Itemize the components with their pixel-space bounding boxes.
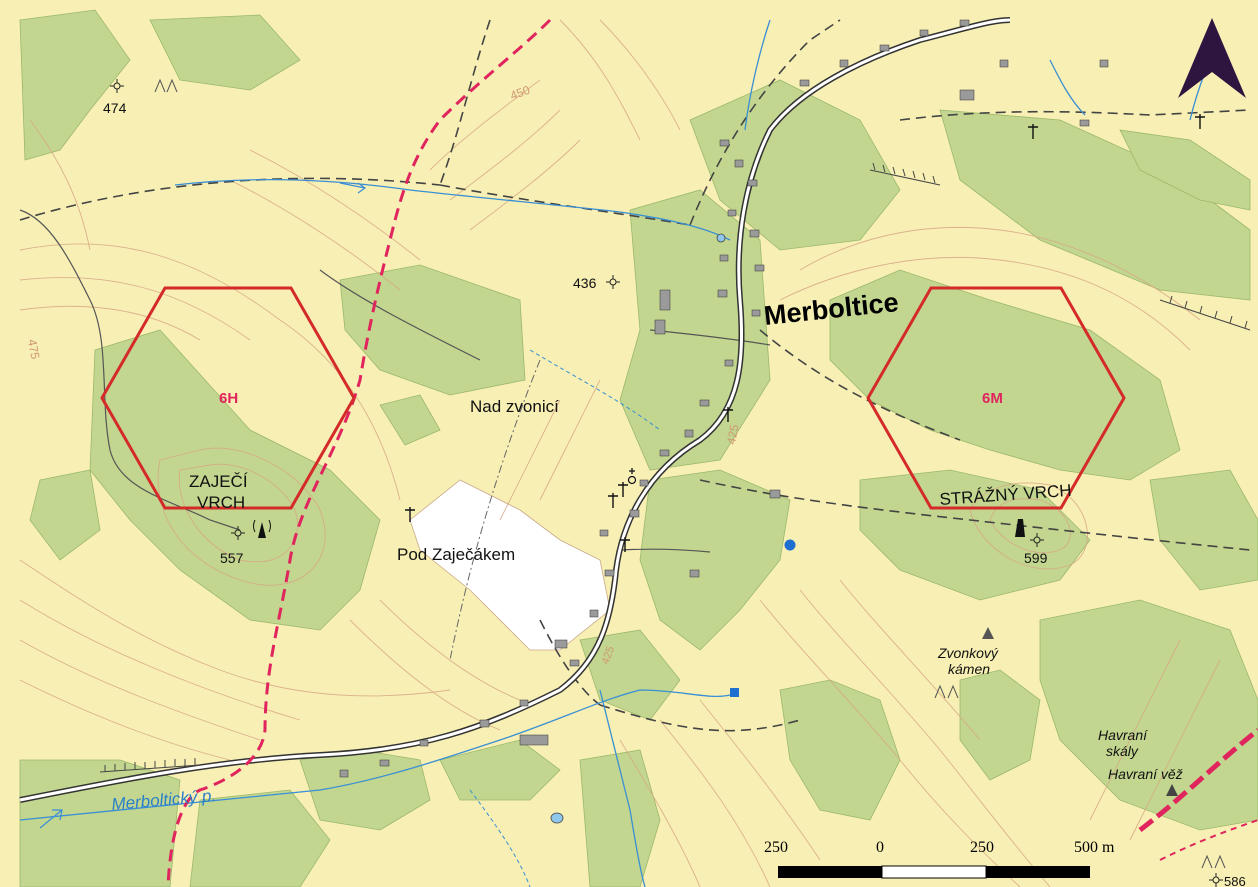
scale-label-250-right: 250 (970, 839, 994, 856)
elevation-label-586: 586 (1224, 874, 1246, 887)
flow-arrow-icons (39, 182, 367, 829)
elevation-label-599: 599 (1024, 550, 1048, 566)
pond-icon (550, 812, 564, 824)
hiking-trail-southeast (1159, 819, 1258, 861)
scale-label-250-left: 250 (764, 839, 788, 856)
contour-label-425-south: 425 (600, 645, 618, 666)
spot-height-icon (606, 275, 620, 289)
north-arrow-icon (1178, 18, 1246, 98)
hill-label-zajeci-line2: VRCH (197, 493, 245, 512)
locality-label-nad-zvonici: Nad zvonicí (470, 397, 559, 416)
rock-label-zvonkovy-line2: kámen (948, 661, 990, 677)
spot-height-icon (231, 526, 245, 540)
scale-label-500m: 500 m (1074, 839, 1115, 856)
rock-label-havrani-vez: Havraní věž (1108, 766, 1183, 782)
water-feature-icon (730, 688, 739, 697)
rock-icon (1166, 784, 1178, 796)
cross-icon (405, 114, 1205, 552)
escarpment-hatches (99, 162, 1251, 773)
rock-label-havrani-skaly-line1: Havraní (1098, 727, 1149, 743)
spring-icon (784, 539, 796, 551)
main-road (19, 17, 1011, 803)
spot-height-icon (1209, 873, 1223, 887)
scale-label-0: 0 (876, 839, 884, 856)
locality-label-pod-zajecakem: Pod Zaječákem (397, 545, 515, 564)
hill-label-zajeci-line1: ZAJEČÍ (189, 472, 248, 491)
stream-dashed (529, 349, 661, 431)
hiking-trail (166, 18, 552, 887)
buildings (339, 19, 1109, 778)
elevation-label-474: 474 (103, 100, 127, 116)
symbols (110, 78, 1226, 887)
contour-label-425: 425 (724, 423, 741, 445)
dash-dot-line (449, 359, 541, 661)
dashed-boundaries (19, 19, 1251, 732)
local-roads (19, 209, 771, 553)
streams (19, 19, 1221, 887)
rock-label-havrani-skaly-line2: skály (1106, 743, 1139, 759)
conifer-icon (154, 78, 1226, 869)
pond-icon (716, 233, 726, 243)
hexagon-6m[interactable] (866, 286, 1126, 510)
forest-areas (19, 9, 1258, 887)
spot-height-icon (110, 79, 124, 93)
stream-dashed-south (469, 789, 531, 887)
hexagon-6h[interactable] (100, 286, 356, 510)
elevation-label-557: 557 (220, 550, 244, 566)
scale-bar: 250 0 250 500 m (764, 839, 1115, 879)
hexagon-label-6h: 6H (219, 390, 238, 407)
contour-label-475: 475 (25, 338, 42, 360)
church-icon (627, 468, 637, 485)
lookout-tower-icon (1015, 519, 1025, 537)
hiking-trail-east (1138, 728, 1258, 832)
tower-icon (253, 519, 271, 538)
hexagon-label-6m: 6M (982, 390, 1003, 407)
elevation-label-436: 436 (573, 275, 597, 291)
spot-height-icon (1030, 533, 1044, 547)
rock-icon (982, 627, 994, 639)
contour-label-450: 450 (508, 83, 532, 103)
rock-label-zvonkovy-line1: Zvonkový (937, 645, 999, 661)
